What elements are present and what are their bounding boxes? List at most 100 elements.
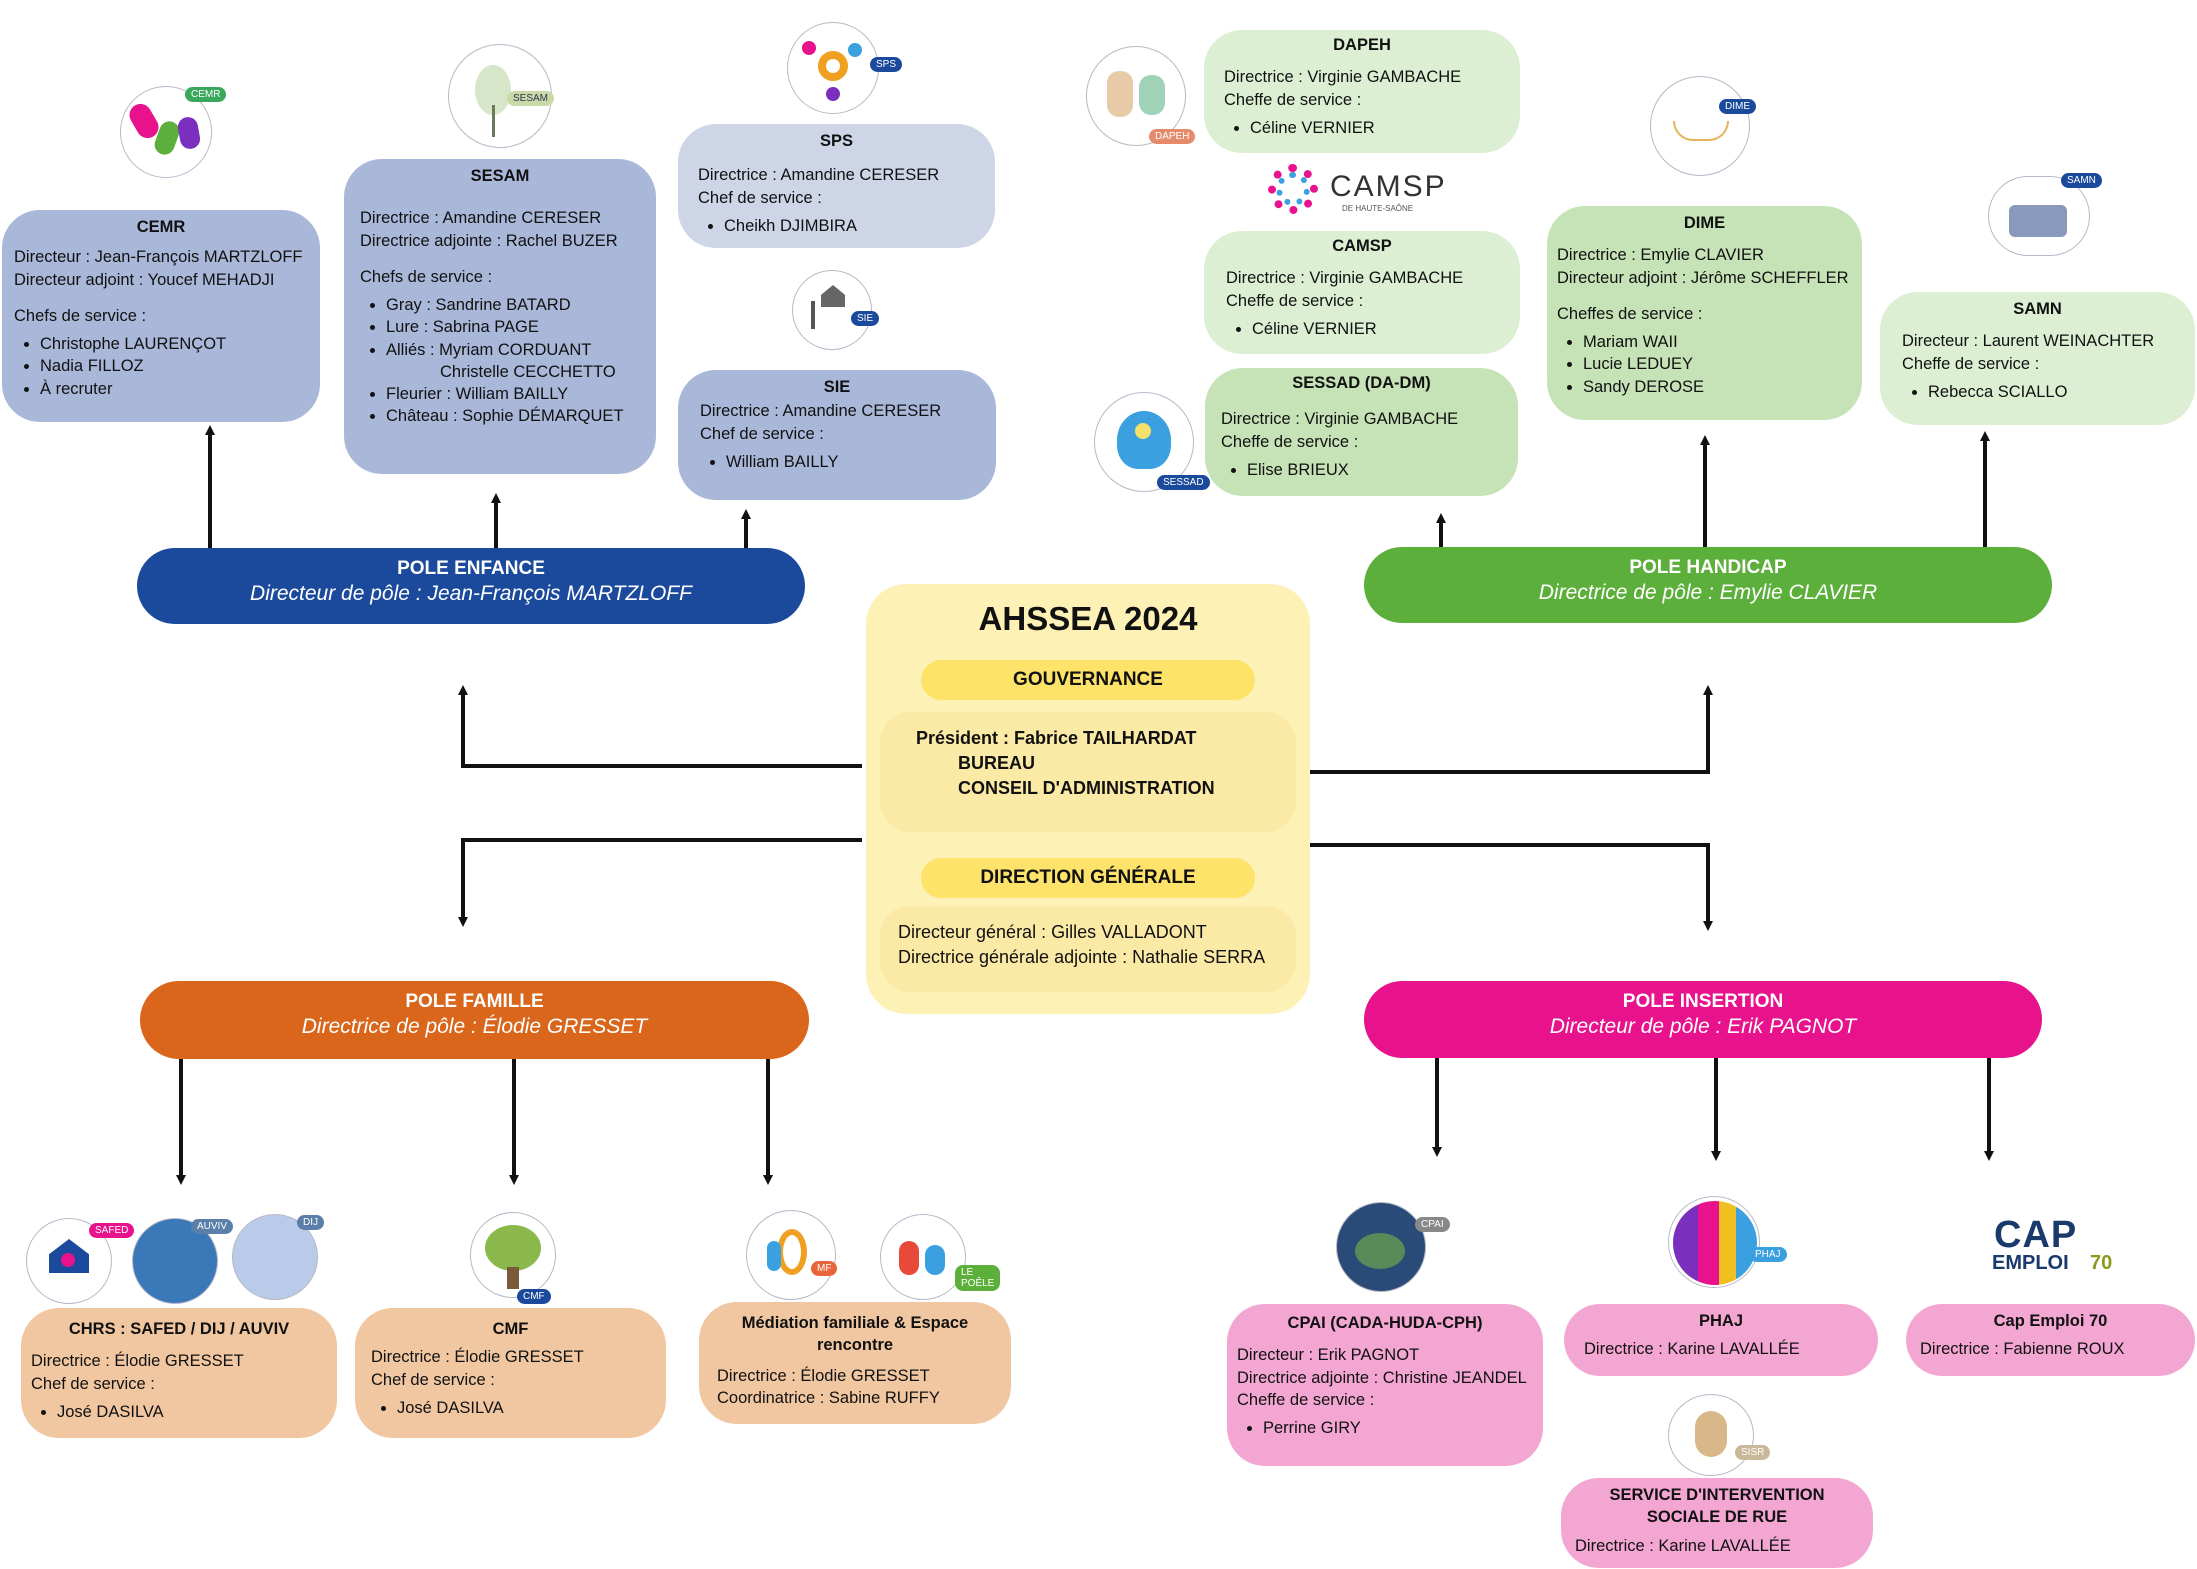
chefs-label: Cheffes de service :: [1557, 304, 1703, 323]
service-line: Directrice : Amandine CERESER: [700, 402, 942, 421]
cmf-logo: CMF: [470, 1212, 556, 1304]
dga-line: Directrice générale adjointe : Nathalie …: [898, 947, 1266, 967]
service-cemr: CEMR Directeur : Jean-François MARTZLOFF…: [2, 210, 320, 422]
pole-enfance-director: Directeur de pôle : Jean-François MARTZL…: [250, 582, 692, 605]
camsp-logo-sub: DE HAUTE-SAÔNE: [1342, 204, 1414, 213]
service-line: Cheffe de service :: [1226, 291, 1364, 310]
service-line: Chef de service :: [31, 1374, 155, 1393]
capemploi-logo: CAP EMPLOI 70: [1990, 1214, 2120, 1280]
samn-tag: SAMN: [2061, 173, 2102, 188]
sie-tag: SIE: [851, 311, 880, 326]
service-line: Cheffe de service :: [1237, 1390, 1375, 1409]
direction-box: Directeur général : Gilles VALLADONT Dir…: [880, 906, 1296, 992]
pole-handicap-director: Directrice de pôle : Emylie CLAVIER: [1538, 581, 1878, 604]
lepoele-logo: LE POÊLE: [880, 1214, 1001, 1300]
dg-line: Directeur général : Gilles VALLADONT: [898, 922, 1207, 942]
service-dapeh: DAPEH Directrice : Virginie GAMBACHE Che…: [1204, 30, 1520, 153]
service-title: CAMSP: [1332, 237, 1392, 255]
service-cmf: CMF Directrice : Élodie GRESSET Chef de …: [355, 1308, 666, 1438]
pole-enfance-title: POLE ENFANCE: [397, 558, 545, 579]
pole-handicap-title: POLE HANDICAP: [1629, 557, 1787, 578]
pole-handicap: POLE HANDICAP Directrice de pôle : Emyli…: [1364, 547, 2052, 623]
chefs-list: Mariam WAII Lucie LEDUEY Sandy DEROSE: [1557, 331, 1852, 398]
service-samn: SAMN Directeur : Laurent WEINACHTER Chef…: [1880, 292, 2195, 425]
arrow-to-pole-handicap: [1310, 685, 1713, 774]
service-line: Directrice : Élodie GRESSET: [31, 1352, 244, 1371]
service-line: Cheffe de service :: [1224, 90, 1362, 109]
service-line: Directeur : Erik PAGNOT: [1237, 1346, 1420, 1365]
cpai-logo: CPAI: [1336, 1202, 1450, 1292]
service-mediation: Médiation familiale & Espace rencontre D…: [699, 1302, 1011, 1424]
center-title: AHSSEA 2024: [978, 600, 1198, 637]
arrow-to-pole-famille: [458, 838, 862, 927]
safed-logo: SAFED: [26, 1218, 135, 1304]
service-sisr: SERVICE D'INTERVENTION SOCIALE DE RUE Di…: [1561, 1478, 1873, 1568]
service-line: Directeur adjoint : Youcef MEHADJI: [14, 270, 275, 289]
dapeh-logo: DAPEH: [1086, 46, 1196, 146]
service-capemploi: Cap Emploi 70 Directrice : Fabienne ROUX: [1906, 1304, 2195, 1376]
service-line: Chef de service :: [700, 424, 824, 443]
service-title: SIE: [823, 378, 851, 396]
mf-logo: MF: [746, 1210, 838, 1300]
chef-item: Gray : Sandrine BATARD: [386, 294, 640, 316]
bureau-line: BUREAU: [958, 753, 1036, 773]
service-sessad: SESSAD (DA-DM) Directrice : Virginie GAM…: [1205, 368, 1518, 496]
chefs-label: Chefs de service :: [360, 267, 493, 286]
ca-line: CONSEIL D'ADMINISTRATION: [958, 778, 1215, 798]
sisr-tag: SISR: [1735, 1445, 1771, 1460]
service-sps: SPS Directrice : Amandine CERESER Chef d…: [678, 124, 995, 248]
center-panel: AHSSEA 2024 GOUVERNANCE Président : Fabr…: [866, 584, 1310, 1014]
pole-famille-director: Directrice de pôle : Élodie GRESSET: [301, 1015, 648, 1038]
chefs-list: Gray : Sandrine BATARD Lure : Sabrina PA…: [360, 294, 640, 428]
service-line: Directrice adjointe : Rachel BUZER: [360, 231, 618, 250]
service-line: Directrice : Virginie GAMBACHE: [1226, 269, 1464, 288]
chef-item: Rebecca SCIALLO: [1928, 381, 2173, 403]
service-title: PHAJ: [1698, 1312, 1743, 1330]
sesam-logo: SESAM: [448, 44, 555, 148]
service-camsp: CAMSP Directrice : Virginie GAMBACHE Che…: [1204, 231, 1520, 354]
service-line: Directrice : Karine LAVALLÉE: [1575, 1536, 1791, 1555]
emploi-number: 70: [2090, 1252, 2113, 1274]
dapeh-tag: DAPEH: [1149, 129, 1196, 144]
direction-label: DIRECTION GÉNÉRALE: [921, 858, 1255, 898]
chef-item-extra: Christelle CECCHETTO: [440, 362, 616, 381]
service-line: Chef de service :: [371, 1370, 495, 1389]
chef-item: José DASILVA: [397, 1397, 650, 1419]
service-line: Chef de service :: [698, 188, 822, 207]
service-phaj: PHAJ Directrice : Karine LAVALLÉE: [1564, 1304, 1878, 1376]
cemr-tag: CEMR: [185, 87, 227, 102]
cmf-tag: CMF: [517, 1289, 551, 1304]
emploi-logo-text: EMPLOI: [1992, 1252, 2069, 1274]
chefs-list: Céline VERNIER: [1224, 117, 1500, 139]
service-title: Cap Emploi 70: [1993, 1312, 2108, 1330]
service-title: SERVICE D'INTERVENTION SOCIALE DE RUE: [1609, 1486, 1825, 1527]
sie-logo: SIE: [792, 270, 880, 350]
service-title: DAPEH: [1333, 36, 1391, 54]
pole-famille: POLE FAMILLE Directrice de pôle : Élodie…: [140, 981, 809, 1059]
service-title: DIME: [1683, 214, 1726, 232]
auviv-logo: AUVIV: [132, 1218, 234, 1304]
chefs-list: José DASILVA: [371, 1397, 650, 1419]
service-line: Coordinatrice : Sabine RUFFY: [717, 1388, 940, 1407]
service-line: Directrice : Amandine CERESER: [360, 209, 602, 228]
president-line: Président : Fabrice TAILHARDAT: [916, 728, 1197, 748]
sps-tag: SPS: [870, 57, 903, 72]
service-line: Directrice : Karine LAVALLÉE: [1584, 1340, 1800, 1359]
cap-logo-text: CAP: [1994, 1214, 2078, 1256]
camsp-logo: CAMSP DE HAUTE-SAÔNE: [1268, 164, 1445, 218]
chef-item: Lucie LEDUEY: [1583, 353, 1852, 375]
sessad-tag: SESSAD: [1157, 475, 1210, 490]
service-line: Directrice : Élodie GRESSET: [717, 1366, 930, 1385]
service-sesam: SESAM Directrice : Amandine CERESER Dire…: [344, 159, 656, 474]
chefs-list: Céline VERNIER: [1226, 318, 1498, 340]
service-line: Directrice : Fabienne ROUX: [1920, 1340, 2125, 1359]
chef-item: José DASILVA: [57, 1401, 327, 1423]
service-dime: DIME Directrice : Emylie CLAVIER Directe…: [1547, 206, 1862, 420]
service-chrs: CHRS : SAFED / DIJ / AUVIV Directrice : …: [21, 1308, 337, 1438]
service-title: CMF: [492, 1320, 529, 1338]
service-title: SAMN: [2013, 300, 2062, 318]
service-title: SESAM: [470, 167, 530, 185]
sisr-logo: SISR: [1668, 1394, 1771, 1476]
